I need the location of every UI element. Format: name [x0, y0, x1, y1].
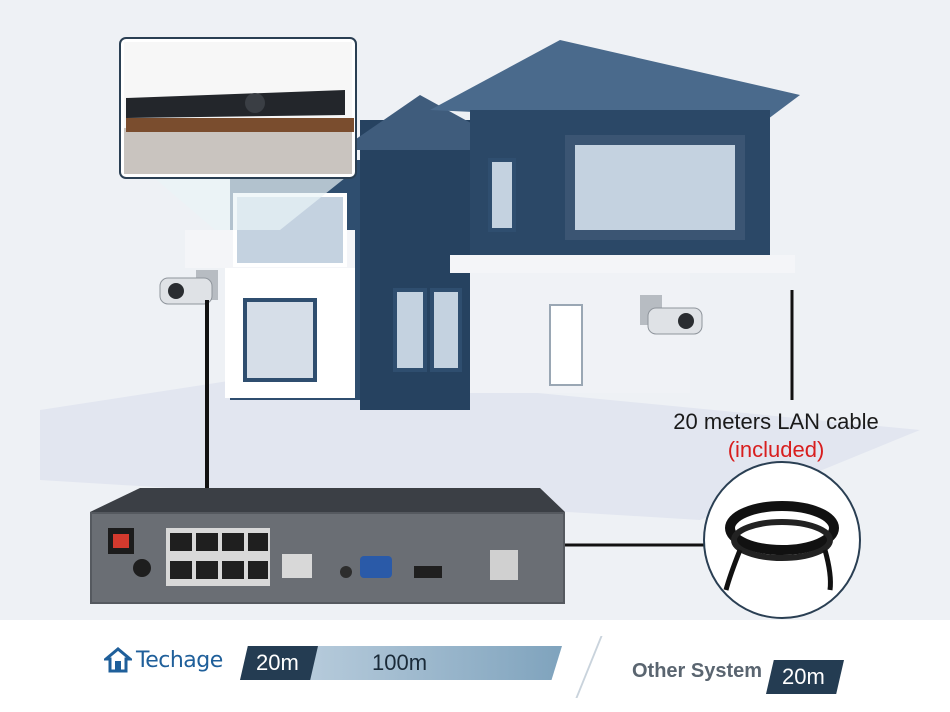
cable-label-line1: 20 meters LAN cable: [673, 409, 879, 434]
vga-port: [360, 556, 392, 578]
audio-out-port: [340, 566, 352, 578]
techage-long-value: 100m: [372, 650, 428, 675]
other-system-bar: [766, 660, 844, 694]
brand-logo: Techage: [104, 644, 223, 676]
hdmi-port: [414, 566, 442, 578]
ground-plane: [40, 370, 920, 520]
cable-label-line2: (included): [727, 437, 825, 462]
techage-short-value: 20m: [256, 650, 299, 675]
house-logo-icon: [104, 647, 132, 673]
nvr-inset-photo: [119, 37, 357, 230]
camera-right: [640, 295, 703, 335]
cable-label: 20 meters LAN cable (included): [640, 408, 912, 464]
other-system-value: 20m: [782, 664, 825, 689]
uplink-port: [282, 554, 312, 578]
poe-ports: [166, 528, 270, 586]
brand-name: Techage: [136, 647, 223, 673]
usb-port: [490, 550, 518, 580]
other-system-label: Other System: [632, 660, 763, 682]
techage-short-bar: [240, 646, 318, 680]
camera-left: [159, 270, 218, 305]
cable-coil-inset: [703, 461, 861, 619]
nvr-rear-panel: [90, 488, 565, 604]
techage-long-bar: [300, 646, 562, 680]
